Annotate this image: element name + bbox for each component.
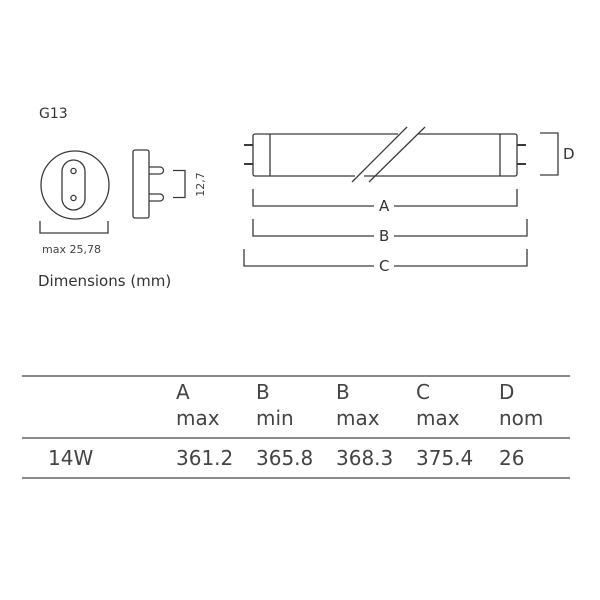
table-divider xyxy=(22,375,570,377)
header-qualifier: max xyxy=(336,406,380,430)
dimension-c-label: C xyxy=(379,257,390,275)
header-letter: C xyxy=(416,380,430,404)
cap-side-view xyxy=(132,149,186,219)
cell-value: 375.4 xyxy=(416,446,474,470)
header-letter: B xyxy=(336,380,350,404)
cell-value: 365.8 xyxy=(256,446,314,470)
pin-spacing-label: 12,7 xyxy=(193,172,207,197)
cell-value: 26 xyxy=(499,446,525,470)
dimensions-caption: Dimensions (mm) xyxy=(38,272,172,290)
dimension-b-label: B xyxy=(379,227,390,245)
header-qualifier: min xyxy=(256,406,294,430)
tube-drawing xyxy=(243,126,559,267)
table-divider xyxy=(22,437,570,439)
header-qualifier: max xyxy=(416,406,460,430)
base-type-label: G13 xyxy=(39,106,68,122)
table-divider xyxy=(22,477,570,479)
cap-front-view xyxy=(39,150,110,234)
header-qualifier: nom xyxy=(499,406,544,430)
header-letter: B xyxy=(256,380,270,404)
dimension-a-label: A xyxy=(379,197,390,215)
header-letter: A xyxy=(176,380,190,404)
cell-value: 368.3 xyxy=(336,446,394,470)
cap-diameter-label: max 25,78 xyxy=(42,243,101,256)
header-letter: D xyxy=(499,380,515,404)
dimension-d-label: D xyxy=(563,145,575,163)
header-qualifier: max xyxy=(176,406,220,430)
row-name: 14W xyxy=(48,446,94,470)
cell-value: 361.2 xyxy=(176,446,234,470)
